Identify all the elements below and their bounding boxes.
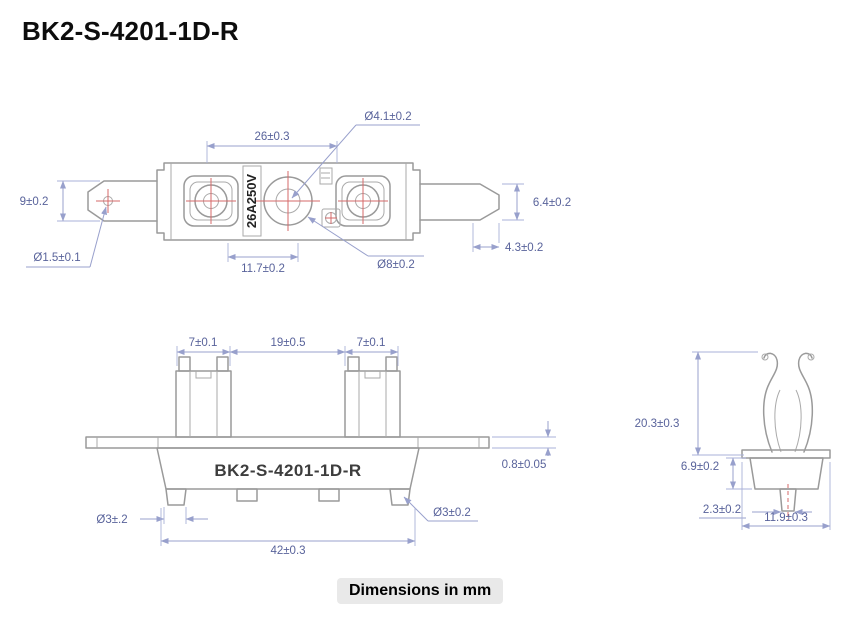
dim-hole-terminal-label: Ø1.5±0.1 xyxy=(33,252,80,264)
dim-hole-center-label: Ø8±0.2 xyxy=(377,259,415,271)
pin-inner-right xyxy=(318,488,340,502)
dim-foot-right-label: Ø3±0.2 xyxy=(433,507,471,519)
right-terminal xyxy=(419,183,500,221)
dim-overall-height-label: 20.3±0.3 xyxy=(635,418,680,430)
clip-tower-right xyxy=(344,370,401,438)
dim-clip-left-label: 7±0.1 xyxy=(189,337,218,349)
dim-hole-top-label: Ø4.1±0.2 xyxy=(364,111,411,123)
body-marking: BK2-S-4201-1D-R xyxy=(214,461,361,480)
top-view-outline xyxy=(87,162,500,241)
side-view: 20.3±0.3 6.9±0.2 2.3±0.2 11.9±0.3 xyxy=(635,351,831,530)
dim-foot-left-label: Ø3±.2 xyxy=(96,514,127,526)
top-view-dimensions: 26±0.3 Ø4.1±0.2 9±0.2 6.4±0.2 4.3±0.2 xyxy=(20,111,572,275)
dim-clip-span-label: 19±0.5 xyxy=(270,337,305,349)
dim-terminal-right-label: 4.3±0.2 xyxy=(505,242,543,254)
dim-width-label: 26±0.3 xyxy=(254,131,289,143)
foot-right xyxy=(389,488,411,506)
dim-clip-right-label: 7±0.1 xyxy=(357,337,386,349)
dim-plate-thickness-label: 0.8±0.05 xyxy=(502,459,547,471)
dim-overall-width-label: 42±0.3 xyxy=(270,545,305,557)
dim-base-width-label: 11.9±0.3 xyxy=(764,512,808,524)
side-view-dimensions: 20.3±0.3 6.9±0.2 2.3±0.2 11.9±0.3 xyxy=(635,351,831,530)
side-view-outline xyxy=(741,352,831,520)
side-plate xyxy=(741,449,831,459)
front-view-dimensions: 7±0.1 19±0.5 7±0.1 0.8±0.05 Ø3±.2 Ø3±0.2 xyxy=(96,337,556,557)
clip-profile xyxy=(762,352,779,453)
side-pin xyxy=(779,488,797,512)
clip-tower-left xyxy=(175,370,232,438)
top-view: 26A250V 26±0.3 xyxy=(20,111,572,275)
page-title: BK2-S-4201-1D-R xyxy=(22,16,239,46)
dim-height-right-label: 6.4±0.2 xyxy=(533,197,571,209)
foot-left xyxy=(165,488,187,506)
rating-marking: 26A250V xyxy=(244,174,259,229)
units-note: Dimensions in mm xyxy=(337,578,504,604)
side-base xyxy=(749,457,824,490)
dim-pin-width-label: 2.3±0.2 xyxy=(703,504,741,516)
top-view-centerlines xyxy=(96,171,388,231)
pin-inner-left xyxy=(236,488,258,502)
flange-plate xyxy=(85,436,490,449)
units-note-text: Dimensions in mm xyxy=(349,582,492,599)
dim-height-left-label: 9±0.2 xyxy=(20,196,49,208)
dim-center-offset-label: 11.7±0.2 xyxy=(241,263,285,275)
left-terminal xyxy=(87,180,158,222)
front-view-outline: BK2-S-4201-1D-R xyxy=(85,356,490,506)
front-view: BK2-S-4201-1D-R 7±0.1 19±0.5 7±0.1 0.8±0… xyxy=(85,337,556,557)
dim-base-height-label: 6.9±0.2 xyxy=(681,461,719,473)
